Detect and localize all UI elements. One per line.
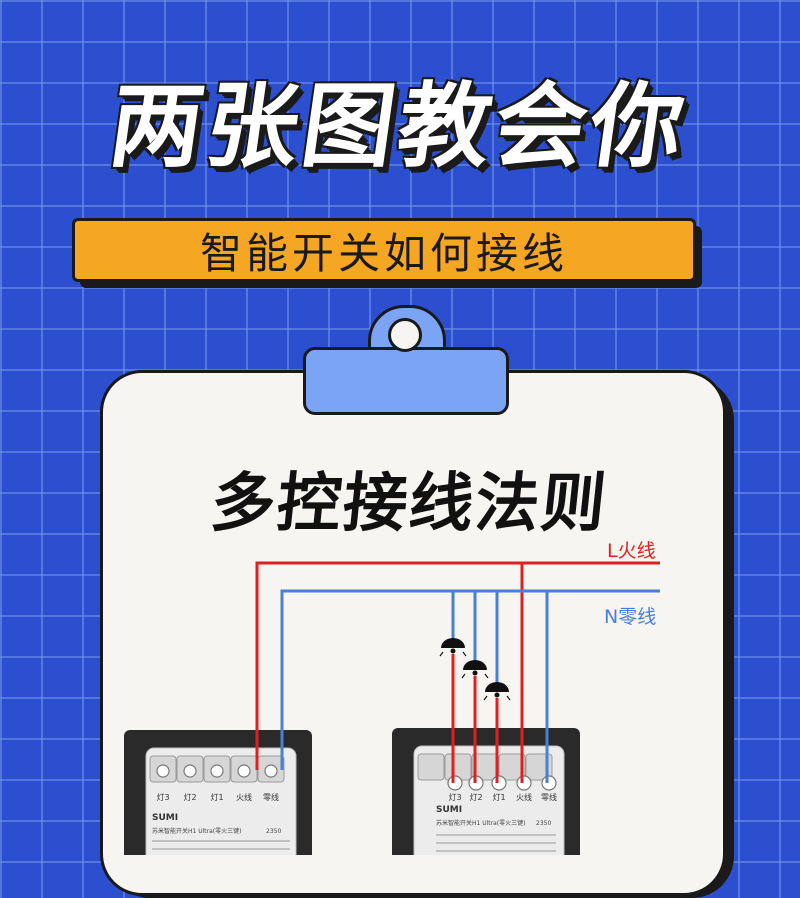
neutral-wire-label: N零线 <box>604 606 657 628</box>
left-terminal-label-1: 灯3 <box>156 792 169 802</box>
left-switch-brand: SUMI <box>152 813 178 823</box>
right-switch-model: 苏米智能开关H1 Ultra(零火三键) <box>436 819 525 827</box>
right-switch-brand: SUMI <box>436 805 462 815</box>
left-switch-model: 苏米智能开关H1 Ultra(零火三键) <box>152 827 241 835</box>
clipboard-clip-hole <box>388 318 422 352</box>
right-switch-code: 2350 <box>536 820 551 827</box>
left-terminal-label-4: 火线 <box>236 792 252 802</box>
right-terminal-label-5: 零线 <box>541 792 557 802</box>
right-terminal-label-3: 灯1 <box>492 792 505 802</box>
wiring-diagram: 灯3 灯2 灯1 火线 零线 SUMI 苏米智能开关H1 Ultra(零火三键)… <box>124 561 660 855</box>
left-switch-code: 2350 <box>266 828 281 835</box>
left-terminal-label-3: 灯1 <box>210 792 223 802</box>
live-wire-label: L火线 <box>607 540 656 562</box>
left-terminal-label-2: 灯2 <box>183 792 196 802</box>
right-terminal-label-1: 灯3 <box>448 792 461 802</box>
subtitle-banner: 智能开关如何接线 <box>72 218 696 282</box>
right-terminal-label-2: 灯2 <box>469 792 482 802</box>
lamp-1 <box>439 638 467 657</box>
lamp-wires <box>451 654 499 783</box>
live-wire <box>255 561 660 783</box>
lamp-2 <box>461 660 489 679</box>
neutral-wire <box>280 589 660 783</box>
left-terminal-label-5: 零线 <box>263 792 279 802</box>
right-terminal-label-4: 火线 <box>516 792 532 802</box>
switch-right: 灯3 灯2 灯1 火线 零线 SUMI 苏米智能开关H1 Ultra(零火三键)… <box>392 728 580 855</box>
lamp-3 <box>483 682 511 701</box>
switch-left: 灯3 灯2 灯1 火线 零线 SUMI 苏米智能开关H1 Ultra(零火三键)… <box>124 730 312 855</box>
